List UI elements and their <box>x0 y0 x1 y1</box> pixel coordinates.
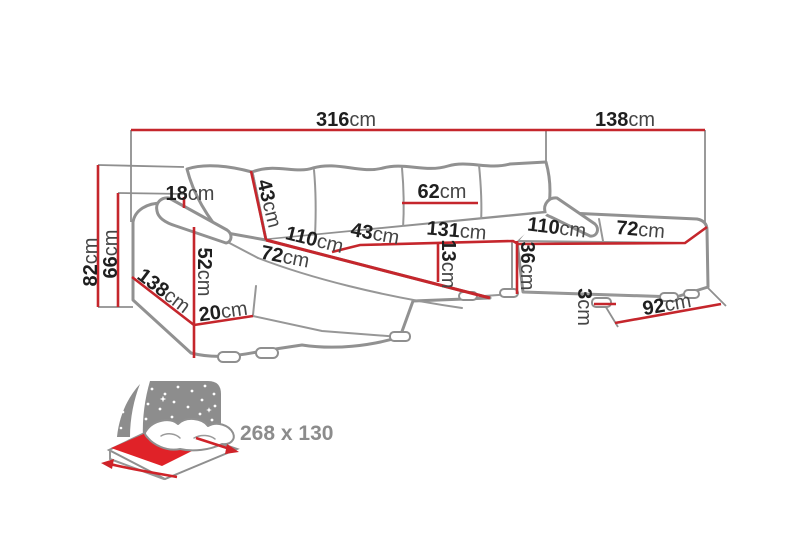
label-corner-height-value: 36 <box>516 242 538 264</box>
left-plinth-edge <box>252 315 401 338</box>
label-right-chaise-length: 110cm <box>526 214 587 243</box>
label-right-section-length-value: 138 <box>595 109 628 131</box>
extension-height-top <box>97 164 185 168</box>
right-seat-seam <box>598 218 604 242</box>
dim-line-left-chaise-depth <box>131 275 195 327</box>
label-leg-height: 3cm <box>573 288 595 326</box>
label-leg-height-value: 3 <box>573 288 595 299</box>
arrow-head-right <box>225 444 239 454</box>
label-backrest-height: 66cm <box>100 230 122 279</box>
label-total-width: 316cm <box>316 109 376 131</box>
label-left-seat-width-unit: cm <box>281 246 311 273</box>
label-cushion-thickness-unit: cm <box>437 262 459 289</box>
left-front-corner-edge <box>252 285 257 316</box>
label-back-cushion-height-value: 43 <box>252 177 279 204</box>
label-cushion-thickness-value: 13 <box>437 240 459 262</box>
label-back-cushion-width-unit: cm <box>440 181 467 203</box>
blanket-fold <box>193 434 216 440</box>
label-corner-seat-depth-unit: cm <box>371 223 401 249</box>
blanket-fold <box>160 433 181 439</box>
label-total-width-value: 316 <box>316 109 349 131</box>
label-corner-seat-depth-value: 43 <box>349 219 375 245</box>
label-left-seat-width-value: 72 <box>259 242 285 268</box>
dim-line-left-chaise-seam <box>265 238 491 300</box>
label-total-height-unit: cm <box>80 238 102 265</box>
label-corner-height-unit: cm <box>516 264 538 291</box>
dim-line-right-floor-width <box>614 302 722 325</box>
extension-lines <box>97 130 727 328</box>
dim-line-back-cushion-height <box>249 170 268 241</box>
dim-line-seat-front <box>331 225 708 254</box>
label-back-cushion-width: 62cm <box>418 181 467 203</box>
extension-floor-right <box>707 287 727 307</box>
label-middle-seat-width-value: 131 <box>426 217 461 242</box>
backrest-middle <box>250 160 552 242</box>
sleeping-area-size: 268 x 130 <box>240 422 333 445</box>
dimension-labels: 316cm 138cm 82cm 66cm 18cm 43cm 62cm 43c… <box>80 109 693 326</box>
leg <box>659 292 679 302</box>
label-total-height: 82cm <box>80 238 102 287</box>
dim-line-base-height <box>193 314 254 327</box>
label-armrest-top-width-unit: cm <box>188 183 215 205</box>
label-right-floor-width-unit: cm <box>663 290 693 316</box>
leg <box>389 331 411 342</box>
label-corner-seat-depth: 43cm <box>349 219 401 249</box>
label-right-floor-width-value: 92 <box>641 295 667 321</box>
label-armrest-height-unit: cm <box>193 270 215 297</box>
fold-out-bed <box>101 418 240 481</box>
label-right-chaise-length-unit: cm <box>558 217 587 242</box>
leg <box>255 347 279 359</box>
dimension-lines <box>96 128 722 358</box>
night-sky-left-lobe <box>117 384 140 437</box>
label-back-cushion-width-value: 62 <box>418 181 440 203</box>
label-right-seat-width-unit: cm <box>637 219 665 243</box>
bed-size-arrows <box>101 436 239 479</box>
label-backrest-height-value: 66 <box>100 256 122 278</box>
label-right-section-length: 138cm <box>595 109 655 131</box>
label-total-width-unit: cm <box>349 109 376 131</box>
leg <box>683 289 700 299</box>
label-armrest-height: 52cm <box>193 248 215 297</box>
label-backrest-height-unit: cm <box>100 230 122 257</box>
arrow-head-left <box>101 459 114 469</box>
label-right-seat-width: 72cm <box>615 217 666 243</box>
leg <box>217 351 241 363</box>
label-corner-height: 36cm <box>516 242 538 291</box>
middle-seat <box>266 213 548 301</box>
backrest-seam-3 <box>478 164 483 224</box>
right-chaise-bottom-edge <box>522 291 677 298</box>
label-base-height: 20cm <box>197 298 249 327</box>
label-left-seat-width: 72cm <box>259 242 311 273</box>
right-pillow <box>543 196 599 238</box>
label-right-floor-width: 92cm <box>641 290 693 320</box>
label-middle-seat-width-unit: cm <box>459 220 487 244</box>
label-total-height-value: 82 <box>80 264 102 286</box>
label-right-section-length-unit: cm <box>628 109 655 131</box>
leg <box>499 288 519 298</box>
label-leg-height-unit: cm <box>573 299 595 326</box>
left-pillow <box>155 196 233 245</box>
backrest-seam-1 <box>313 169 317 237</box>
label-cushion-thickness: 13cm <box>437 240 459 289</box>
label-middle-seat-width: 131cm <box>426 217 488 244</box>
backrest-seam-2 <box>401 167 405 230</box>
label-base-height-unit: cm <box>219 298 248 323</box>
label-right-chaise-length-value: 110 <box>526 214 561 240</box>
label-armrest-top-width: 18cm <box>166 183 215 205</box>
extension-backrest-top <box>117 192 188 195</box>
label-armrest-height-value: 52 <box>193 248 215 270</box>
sofa-drawing <box>131 160 710 363</box>
left-seat-front-edge <box>257 257 463 309</box>
label-right-seat-width-value: 72 <box>615 217 639 241</box>
sleeping-function-icon: 268 x 130 <box>101 381 333 481</box>
label-base-height-value: 20 <box>197 301 222 326</box>
label-armrest-top-width-value: 18 <box>166 183 188 205</box>
